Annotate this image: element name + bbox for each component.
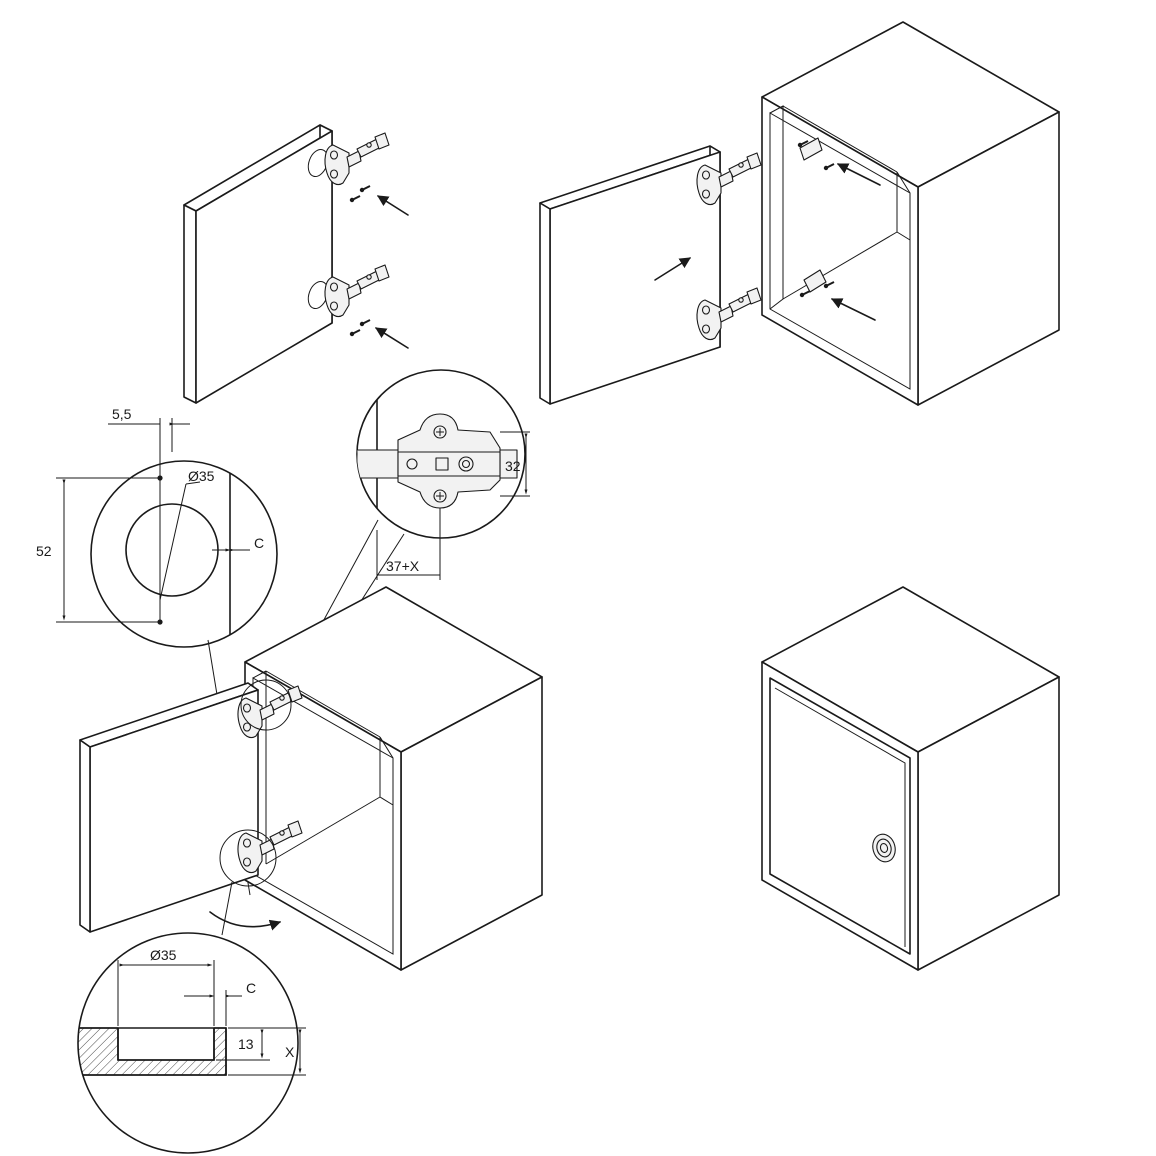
cup-depth-label: 13 [238,1036,254,1052]
screw-icon [358,319,371,328]
lower-mounting-plate [798,269,876,321]
plate-setback-label: 37+X [386,558,420,574]
door-knob-icon [872,833,896,863]
upper-mounting-plate [796,137,881,186]
cup-section-detail: Ø35 C 13 X [77,932,306,1154]
mounting-plate-icon [397,413,501,509]
hole-diameter-top-label: Ø35 [188,468,215,484]
cabinet-door-install-panel [79,586,543,971]
door-with-hinges-panel [183,124,409,404]
cabinet-mounting-panel [539,21,1060,406]
closed-cabinet-panel [761,586,1060,971]
upper-door-hinge [307,132,409,216]
spacing-offset-label: 5,5 [112,406,132,422]
hinge-icon [324,264,390,318]
hinge-icon [324,132,390,186]
lower-door-hinge [307,264,409,349]
cup-drilling-detail: 5,5 52 Ø35 C [36,406,278,896]
screw-icon [358,185,371,194]
edge-distance-top-label: C [254,535,264,551]
hole-diameter-bottom-label: Ø35 [150,947,177,963]
hole-spacing-label: 52 [36,543,52,559]
screw-icon [348,195,361,204]
screw-icon [348,329,361,338]
edge-distance-bottom-label: C [246,980,256,996]
door-thickness-label: X [285,1044,295,1060]
plate-height-label: 32 [505,458,521,474]
mounting-plate-detail: 32 37+X [286,369,530,713]
